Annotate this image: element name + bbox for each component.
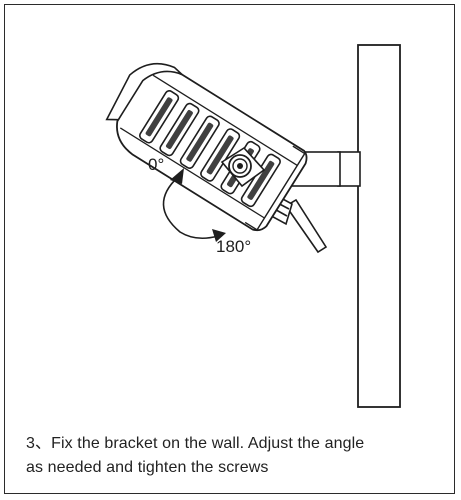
- arrowhead-start: [170, 168, 184, 184]
- angle-end-label: 180°: [216, 237, 251, 256]
- rotation-arrow: [162, 176, 219, 240]
- mounting-diagram: 0° 180°: [105, 44, 401, 408]
- flood-light-housing: [105, 62, 308, 232]
- pivot-hinge: [220, 146, 266, 188]
- arrowhead-end: [212, 229, 226, 242]
- caption-line-2: as needed and tighten the screws: [26, 459, 269, 476]
- wall-plate: [357, 44, 401, 408]
- caption-line-1: 3、Fix the bracket on the wall. Adjust th…: [26, 435, 365, 452]
- instruction-caption: 3、Fix the bracket on the wall. Adjust th…: [26, 432, 446, 480]
- angle-start-label: 0°: [148, 155, 164, 174]
